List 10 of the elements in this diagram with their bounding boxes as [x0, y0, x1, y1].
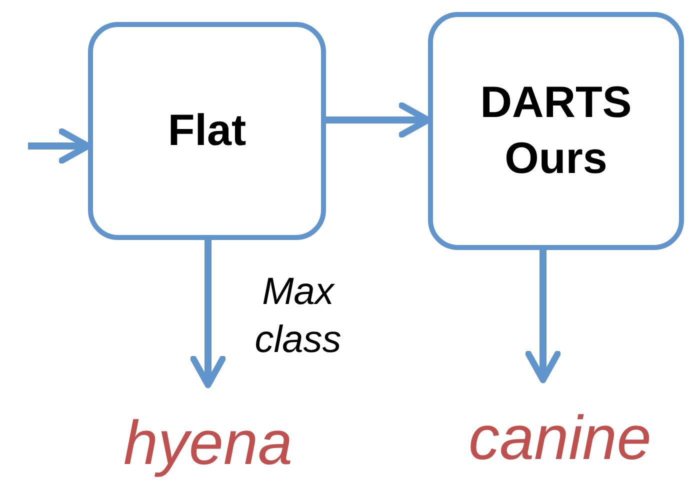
output-label: canine	[468, 403, 652, 475]
output-label: hyena	[124, 408, 292, 480]
process-box	[428, 12, 684, 250]
arrow	[525, 250, 561, 384]
box-title: Ours	[504, 133, 608, 185]
box-title: Flat	[168, 105, 246, 157]
edge-label: Max class	[254, 270, 342, 363]
process-box	[88, 22, 326, 240]
arrow	[190, 240, 226, 388]
box-title: DARTS	[480, 77, 632, 129]
